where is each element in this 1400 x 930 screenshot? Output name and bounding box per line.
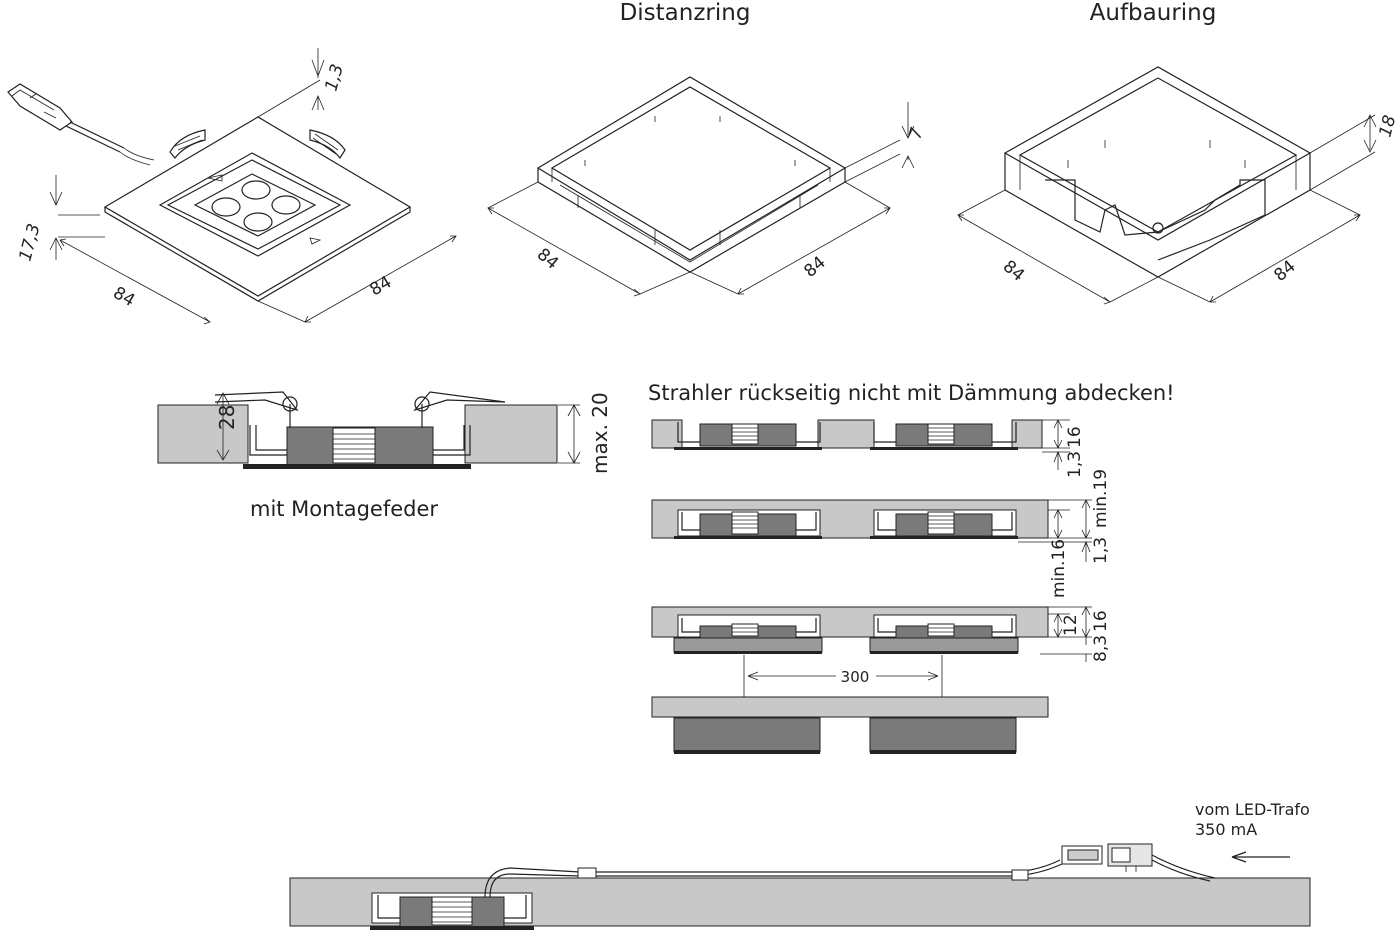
dim-iso3-depth: 84 — [1270, 257, 1299, 286]
section-row-1 — [651, 419, 1070, 470]
section-row-4 — [651, 655, 1049, 754]
dim-r2-min19: min.19 — [1091, 469, 1111, 528]
dim-r3-12: 12 — [1061, 614, 1081, 636]
wiring-section — [289, 843, 1311, 930]
section-row-2 — [651, 499, 1092, 562]
dim-r3-16: 16 — [1091, 610, 1111, 632]
dim-r1-13: 1,3 — [1065, 451, 1085, 478]
dim-iso1-flange: 1,3 — [322, 62, 348, 93]
dim-r2-13: 1,3 — [1091, 537, 1111, 564]
caption-trafo-line1: vom LED-Trafo — [1195, 800, 1310, 819]
dim-iso3-width: 84 — [999, 257, 1028, 286]
caption-trafo-line2: 350 mA — [1195, 820, 1257, 839]
dim-iso2-height: 7 — [906, 125, 928, 141]
iso-distanzring-drawing — [487, 76, 915, 297]
section-montagefeder — [157, 391, 581, 469]
dim-iso1-width: 84 — [110, 283, 139, 311]
dim-iso2-depth: 84 — [800, 253, 829, 282]
iso-spotlight-drawing — [7, 48, 457, 325]
dim-r2-min16: min.16 — [1049, 539, 1069, 598]
section-row-3 — [651, 606, 1092, 662]
dim-r1-16: 16 — [1065, 426, 1085, 448]
dim-spacing: 300 — [841, 668, 870, 686]
caption-warning: Strahler rückseitig nicht mit Dämmung ab… — [648, 381, 1175, 405]
heading-aufbauring: Aufbauring — [1090, 0, 1217, 26]
iso-aufbauring-drawing — [957, 66, 1377, 305]
dim-iso1-depth: 84 — [367, 272, 396, 300]
dim-spring-max: max. 20 — [588, 392, 612, 474]
dim-iso1-height: 17,3 — [16, 222, 45, 264]
dim-iso2-width: 84 — [533, 245, 562, 274]
heading-distanzring: Distanzring — [620, 0, 751, 26]
caption-montagefeder: mit Montagefeder — [250, 497, 438, 521]
dim-r3-83: 8,3 — [1091, 635, 1111, 662]
dim-spring-depth: 28 — [215, 405, 239, 430]
dim-iso3-height: 18 — [1376, 113, 1400, 139]
